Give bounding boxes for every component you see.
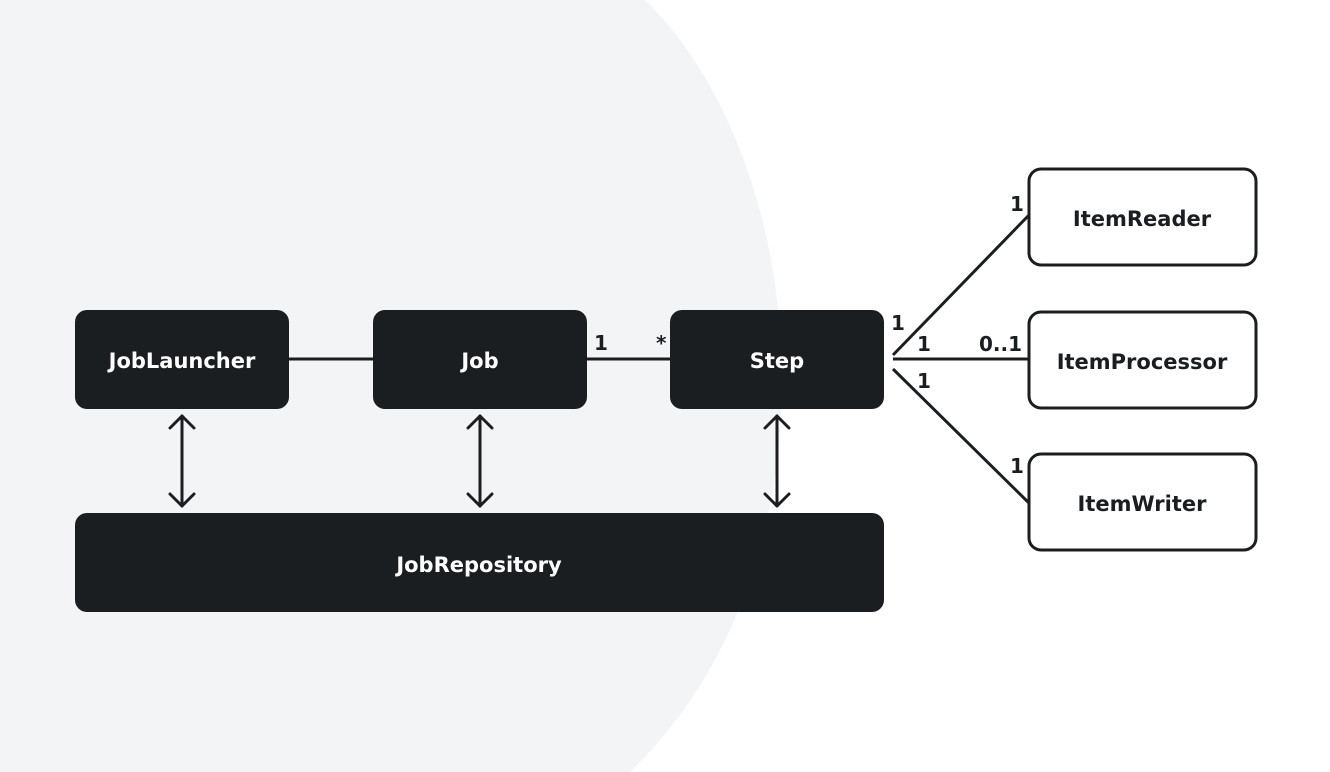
job-node: Job bbox=[373, 310, 587, 409]
job-repository-node: JobRepository bbox=[75, 513, 884, 612]
item-reader-label: ItemReader bbox=[1073, 207, 1212, 231]
multiplicity-job-side: 1 bbox=[594, 331, 608, 355]
multiplicity-step-side: * bbox=[656, 331, 667, 355]
multiplicity-step-writer: 1 bbox=[917, 369, 931, 393]
step-node: Step bbox=[670, 310, 884, 409]
item-writer-node: ItemWriter bbox=[1027, 452, 1258, 552]
multiplicity-processor: 0..1 bbox=[979, 332, 1022, 356]
item-processor-label: ItemProcessor bbox=[1057, 350, 1228, 374]
job-label: Job bbox=[459, 349, 498, 373]
launcher-repository-arrow bbox=[168, 414, 196, 508]
job-launcher-label: JobLauncher bbox=[107, 349, 256, 373]
job-repository-label: JobRepository bbox=[394, 553, 562, 577]
step-label: Step bbox=[750, 349, 804, 373]
multiplicity-step-processor: 1 bbox=[917, 332, 931, 356]
step-reader-connector bbox=[891, 212, 1032, 357]
step-repository-arrow bbox=[763, 414, 791, 508]
item-processor-node: ItemProcessor bbox=[1027, 310, 1258, 410]
multiplicity-step-reader: 1 bbox=[891, 311, 905, 335]
item-writer-label: ItemWriter bbox=[1078, 492, 1208, 516]
multiplicity-writer: 1 bbox=[1010, 454, 1024, 478]
job-launcher-node: JobLauncher bbox=[75, 310, 289, 409]
job-repository-arrow bbox=[466, 414, 494, 508]
item-reader-node: ItemReader bbox=[1027, 167, 1258, 267]
step-writer-connector bbox=[891, 367, 1032, 506]
multiplicity-reader: 1 bbox=[1010, 192, 1024, 216]
